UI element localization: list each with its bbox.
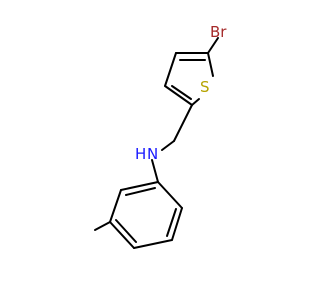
bromine-atom-label: Br [210, 23, 227, 41]
bond-c3-c2-inner [171, 85, 192, 100]
molecule-canvas: Br S N H [94, 23, 228, 249]
bond-c2-ch2 [173, 104, 193, 142]
nitrogen-atom-label: N [147, 145, 158, 163]
bond-ar-1 [157, 181, 183, 209]
sulfur-atom-label: S [200, 78, 210, 96]
bond-ar-5 [109, 189, 122, 223]
bond-ar-4 [109, 221, 135, 249]
bond-ar-inner-a [166, 208, 177, 237]
bond-s-c5 [207, 52, 214, 77]
bond-n-c1 [151, 159, 159, 183]
bond-ch2-n [161, 140, 175, 151]
bond-c4-c3 [164, 52, 177, 87]
bond-c3-c2 [164, 85, 193, 106]
molecule-structure: Br S N H [94, 23, 227, 249]
bond-ar-3 [133, 239, 173, 249]
bond-c5-br [207, 37, 219, 54]
bond-ar-inner-b [115, 219, 137, 243]
bond-c2-s [191, 98, 200, 106]
bond-ar-6 [120, 181, 159, 191]
bond-ar-2 [171, 207, 183, 241]
nitrogen-hydrogen-label: H [135, 145, 146, 163]
bond-ar-inner-c [125, 187, 156, 196]
bond-ar-methyl [94, 221, 111, 231]
